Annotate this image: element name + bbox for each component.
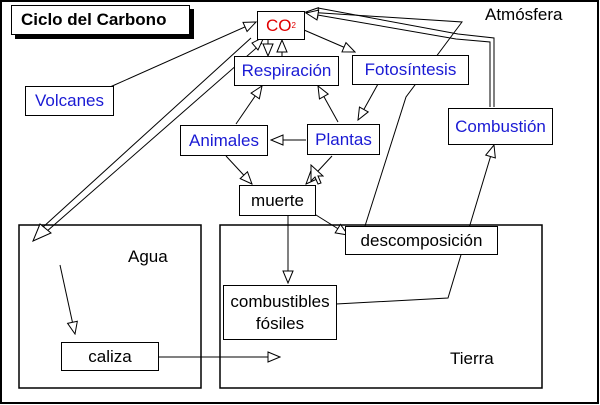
- node-respiracion: Respiración: [234, 56, 339, 86]
- arrow-co2-to-fotosintesis: [303, 29, 355, 52]
- exchange-line-a: [41, 37, 252, 229]
- mouse-pointer-icon: [310, 164, 324, 185]
- co2-main-text: CO: [266, 15, 292, 35]
- arrow-agua-to-caliza: [59, 264, 75, 334]
- node-caliza-label: caliza: [88, 346, 132, 366]
- water-region-box: [18, 224, 202, 389]
- arrow-combustibles-to-combustion: [335, 145, 494, 305]
- arrow-descomposicion-to-co2: [306, 12, 463, 227]
- node-combustibles-line2: fósiles: [255, 313, 305, 333]
- node-animales-label: Animales: [189, 130, 259, 150]
- node-combustibles-line1: combustibles: [230, 291, 330, 311]
- diagram-title-text: Ciclo del Carbono: [21, 10, 167, 29]
- node-fotosintesis-label: Fotosíntesis: [364, 60, 457, 79]
- node-respiracion-label: Respiración: [241, 61, 332, 80]
- exchange-line-b: [45, 42, 263, 233]
- region-label-atmosphere: Atmósfera: [485, 5, 563, 24]
- node-plantas: Plantas: [307, 124, 380, 155]
- arrow-plantas-to-respiracion: [318, 86, 339, 123]
- arrow-animales-to-respiracion: [235, 86, 262, 125]
- arrow-fotosintesis-to-plantas: [358, 83, 379, 120]
- region-label-land: Tierra: [450, 349, 494, 368]
- arrow-animales-to-muerte: [225, 155, 252, 184]
- arrow-plantas-to-muerte: [306, 155, 333, 184]
- node-descomposicion-label: descomposición: [360, 230, 483, 250]
- exchange-arrow-to-co2: [251, 35, 266, 51]
- region-label-water: Agua: [128, 247, 168, 266]
- diagram-title: Ciclo del Carbono: [11, 5, 190, 35]
- node-fotosintesis: Fotosíntesis: [352, 55, 469, 85]
- node-combustion: Combustión: [448, 108, 553, 145]
- node-plantas-label: Plantas: [315, 129, 372, 149]
- node-muerte: muerte: [239, 185, 316, 216]
- node-combustibles-fosiles: combustibles fósiles: [223, 285, 337, 340]
- arrow-combustion-to-co2-outer: [317, 7, 495, 107]
- node-descomposicion: descomposición: [345, 226, 498, 255]
- node-volcanes-label: Volcanes: [35, 91, 104, 110]
- node-combustion-label: Combustión: [455, 116, 546, 136]
- arrow-combustion-to-co2-inner: [306, 13, 491, 107]
- node-caliza: caliza: [61, 342, 159, 371]
- arrow-volcanes-to-co2: [109, 22, 256, 88]
- node-muerte-label: muerte: [251, 190, 304, 210]
- land-region-box: [219, 224, 543, 389]
- node-animales: Animales: [180, 125, 268, 156]
- node-volcanes: Volcanes: [25, 86, 114, 116]
- co2-subscript: 2: [291, 21, 296, 30]
- exchange-arrow-to-water: [32, 223, 52, 242]
